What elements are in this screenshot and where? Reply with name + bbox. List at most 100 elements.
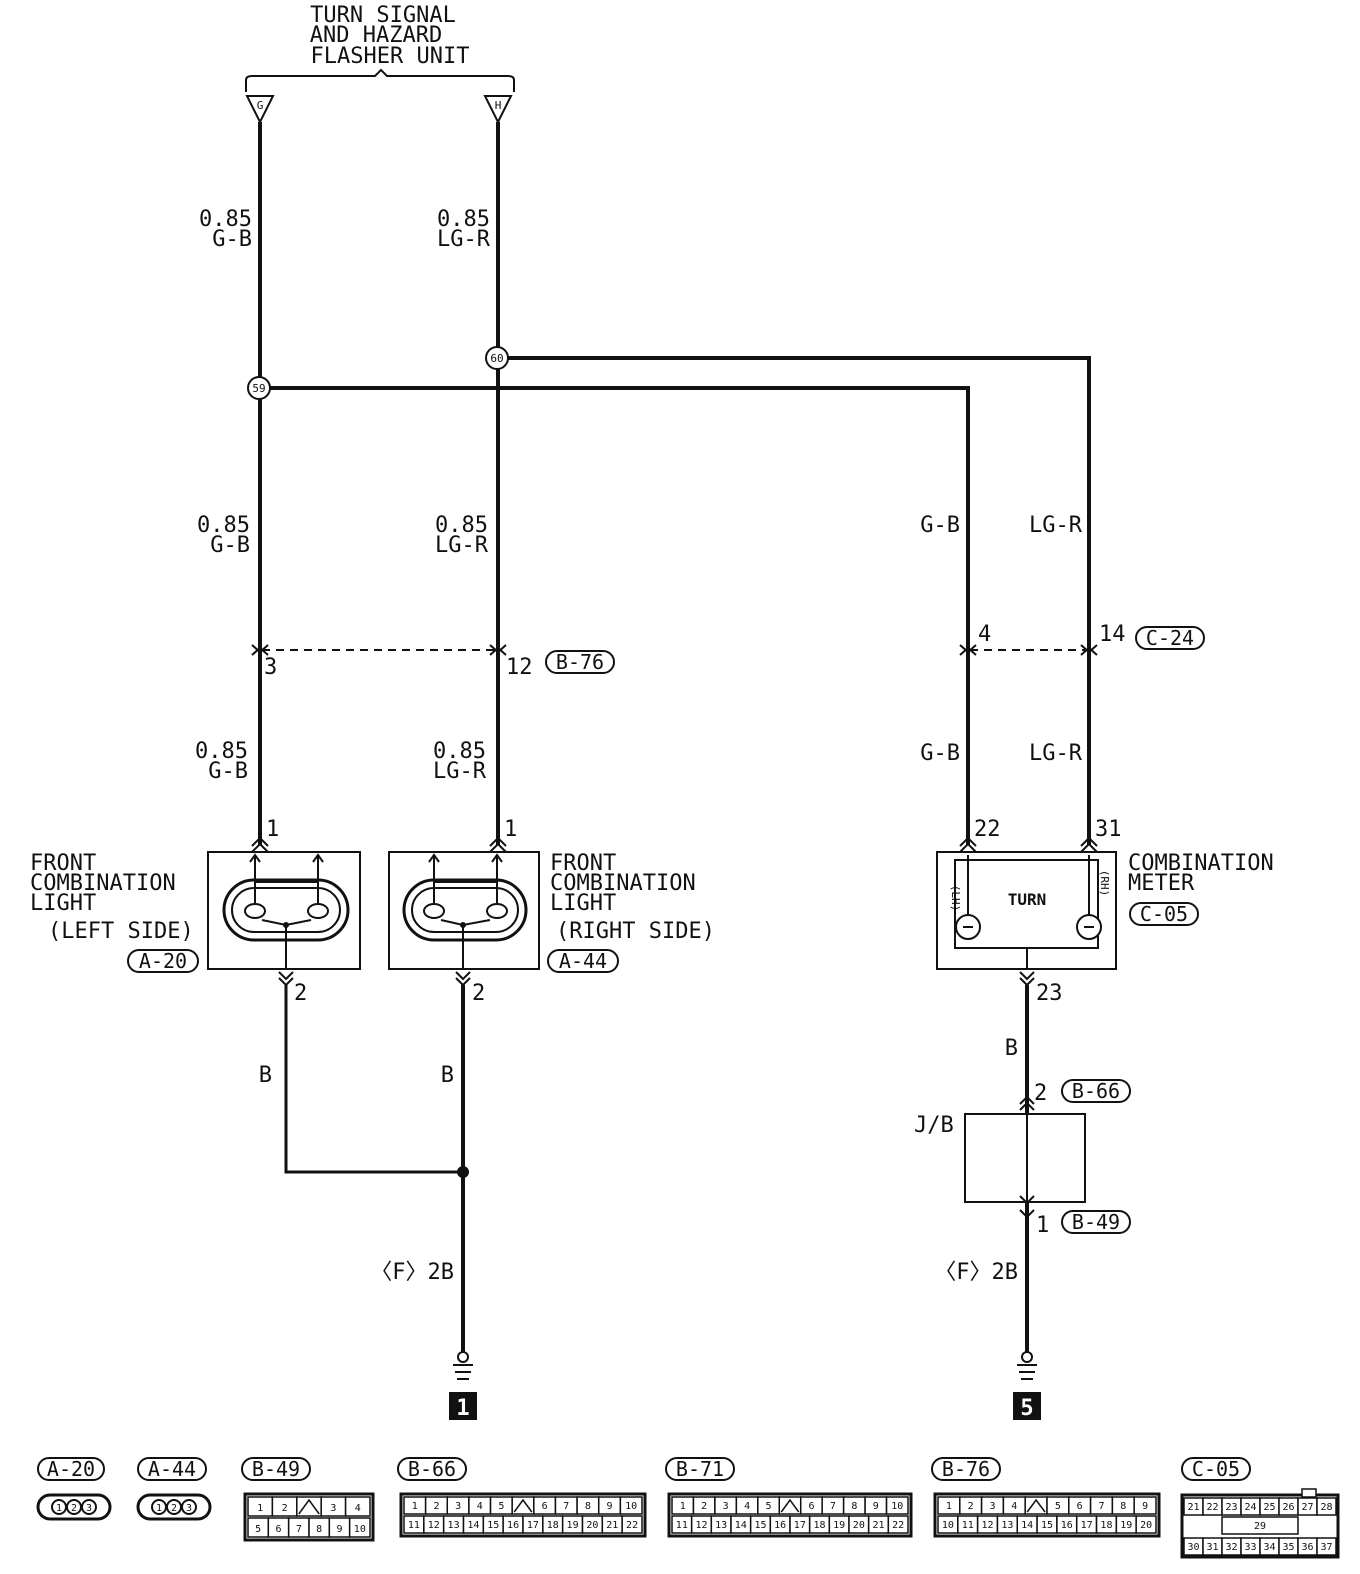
svg-text:0.85: 0.85 [433, 739, 486, 764]
svg-text:2: 2 [171, 1503, 177, 1514]
connector-pin-number: 16 [1061, 1520, 1073, 1531]
connector-pin-number: 7 [296, 1524, 302, 1535]
connector-pin-number: 15 [1041, 1520, 1053, 1531]
svg-text:A-20: A-20 [139, 949, 187, 973]
connector-pin-number: 20 [853, 1520, 865, 1531]
connector-pin-number: 18 [813, 1520, 825, 1531]
connector-pin-number: 7 [1098, 1501, 1104, 1512]
svg-text:G-B: G-B [212, 227, 252, 252]
connector-lock-mark [1026, 1498, 1046, 1513]
connector-pin-number: 11 [408, 1520, 420, 1531]
meter-connector-tag: C-05 [1129, 902, 1199, 926]
svg-text:(LH): (LH) [949, 885, 962, 912]
svg-text:0.85: 0.85 [195, 739, 248, 764]
svg-text:LIGHT: LIGHT [30, 891, 96, 916]
terminal-g: G [245, 95, 275, 125]
light-left-pin-out-mark [278, 971, 294, 987]
connector-pin-number: 27 [1301, 1502, 1313, 1513]
svg-text:B-49: B-49 [1072, 1210, 1120, 1234]
svg-text:FRONT: FRONT [550, 851, 616, 876]
connector-pin-number: 32 [1225, 1542, 1237, 1553]
connector-pin-number: 12 [428, 1520, 440, 1531]
svg-text:COMBINATION: COMBINATION [1128, 851, 1274, 876]
connector-pin-number: 17 [1081, 1520, 1093, 1531]
flasher-unit-label: TURN SIGNAL AND HAZARD FLASHER UNIT [310, 3, 470, 69]
svg-text:(LEFT SIDE): (LEFT SIDE) [48, 919, 194, 944]
wire-label-top-right: 0.85 LG-R [437, 207, 491, 252]
connector-pin-number: 20 [1140, 1520, 1152, 1531]
connector-pin-number: 2 [282, 1503, 288, 1514]
front-combination-light-left [207, 851, 361, 970]
connector-pin-number: 21 [1187, 1502, 1199, 1513]
connector-b66-pin-mark [1019, 1095, 1035, 1111]
wire-lg-r-to-meter [498, 356, 1091, 845]
connector-pin-number: 30 [1187, 1542, 1199, 1553]
connector-pin-number: 14 [1021, 1520, 1033, 1531]
connector-pin-number: 17 [527, 1520, 539, 1531]
connector-pin-number: 3 [455, 1501, 461, 1512]
wire-label-meter-upper-right: LG-R [1029, 513, 1083, 538]
connector-lock-mark [513, 1498, 533, 1513]
connector-pin-number: 6 [808, 1501, 814, 1512]
connector-pin-number: 4 [477, 1501, 483, 1512]
connector-b76-pin-left: 3 [264, 655, 277, 680]
connector-pin-number: 13 [448, 1520, 460, 1531]
connector-pin-number: 14 [735, 1520, 747, 1531]
meter-pin-rh: 31 [1095, 817, 1122, 842]
connector-b49-pin: 1 [1036, 1213, 1049, 1238]
wire-label-meter-lower-right: LG-R [1029, 741, 1083, 766]
svg-text:G-B: G-B [210, 533, 250, 558]
light-left-pin-out: 2 [294, 981, 307, 1006]
light-right-pin-in: 1 [504, 817, 517, 842]
terminal-h: H [483, 95, 513, 125]
svg-text:C-05: C-05 [1192, 1457, 1240, 1481]
ground-junction [457, 1166, 469, 1178]
connector-b76-pin-right-mark [489, 644, 507, 656]
connector-pin-number: 11 [962, 1520, 974, 1531]
connector-pin-number: 17 [794, 1520, 806, 1531]
connector-pin-number: 21 [872, 1520, 884, 1531]
connector-b66-pin: 2 [1034, 1081, 1047, 1106]
connector-pin-number: 4 [744, 1501, 750, 1512]
svg-text:G-B: G-B [208, 759, 248, 784]
connector-pin-number: 37 [1320, 1542, 1332, 1553]
connector-b49-tag: B-49 [1061, 1210, 1131, 1234]
svg-text:C-24: C-24 [1146, 626, 1194, 650]
connector-pin-number: 9 [607, 1501, 613, 1512]
svg-text:FLASHER UNIT: FLASHER UNIT [311, 44, 470, 69]
connector-pin-number: 12 [695, 1520, 707, 1531]
light-left-pin-in: 1 [266, 817, 279, 842]
svg-text:LG-R: LG-R [433, 759, 487, 784]
wire-label-ground-meter: B [1005, 1036, 1018, 1061]
connector-pin-number: 1 [946, 1501, 952, 1512]
connector-pin-number: 5 [498, 1501, 504, 1512]
connector-pin-number: 23 [1225, 1502, 1237, 1513]
svg-text:B-76: B-76 [942, 1457, 990, 1481]
light-left-label: FRONT COMBINATION LIGHT (LEFT SIDE) [30, 851, 194, 944]
svg-text:1: 1 [156, 1503, 162, 1514]
wire-label-mid-right: 0.85 LG-R [435, 513, 489, 558]
svg-text:B-49: B-49 [252, 1457, 300, 1481]
svg-text:0.85: 0.85 [437, 207, 490, 232]
meter-pin-lh-mark [959, 836, 977, 853]
junction-block-label: J/B [914, 1113, 954, 1138]
svg-text:(RIGHT SIDE): (RIGHT SIDE) [556, 919, 715, 944]
connector-pin-number: 31 [1206, 1542, 1218, 1553]
connector-pin-number: 5 [255, 1524, 261, 1535]
connector-pin-number: 9 [873, 1501, 879, 1512]
svg-text:C-05: C-05 [1140, 902, 1188, 926]
meter-pin-gnd: 23 [1036, 981, 1063, 1006]
connector-pin-number: 2 [433, 1501, 439, 1512]
meter-pin-gnd-mark [1019, 971, 1035, 987]
connector-pin-number: 2 [968, 1501, 974, 1512]
connector-pin-number: 16 [774, 1520, 786, 1531]
svg-text:0.85: 0.85 [197, 513, 250, 538]
connector-pin-number: 10 [891, 1501, 903, 1512]
junction-block [964, 1113, 1086, 1203]
connector-pin-number: 19 [567, 1520, 579, 1531]
svg-text:3: 3 [86, 1503, 92, 1514]
svg-text:COMBINATION: COMBINATION [30, 871, 176, 896]
connector-pin-number: 13 [715, 1520, 727, 1531]
